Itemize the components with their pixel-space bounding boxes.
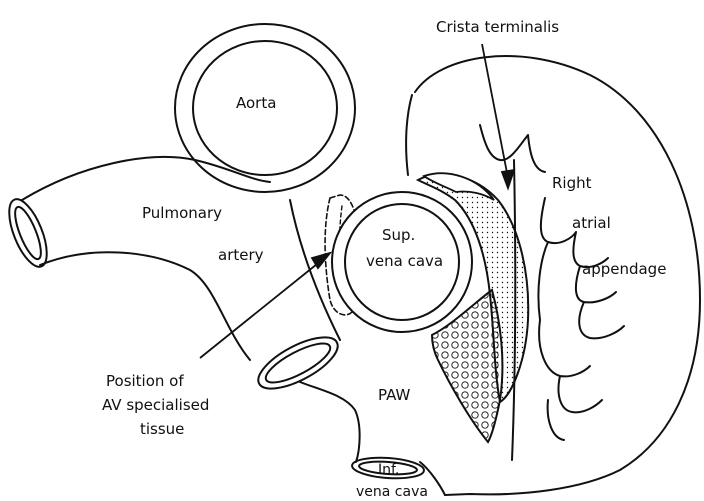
label-crista-terminalis: Crista terminalis [436, 18, 559, 36]
crista-arrow-head [502, 170, 514, 188]
label-tissue: tissue [140, 420, 184, 438]
label-artery: artery [218, 246, 264, 264]
label-aorta: Aorta [236, 94, 276, 112]
label-appendage: appendage [582, 260, 666, 278]
label-vena-cava-inf: vena cava [356, 484, 428, 500]
pulmonary-left-opening-inner [10, 204, 46, 262]
label-pulmonary: Pulmonary [142, 204, 222, 222]
pulmonary-left-opening-outer [2, 194, 55, 271]
label-atrial: atrial [572, 214, 611, 232]
pulmonary-artery-upper-edge [22, 157, 270, 200]
label-vena-cava-sup: vena cava [366, 252, 443, 270]
label-paw: PAW [378, 386, 411, 404]
label-right: Right [552, 174, 592, 192]
lower-body-outline [300, 382, 360, 462]
label-sup: Sup. [382, 226, 415, 244]
label-av-specialised: AV specialised [102, 396, 209, 414]
av-arrow-line [200, 260, 322, 358]
label-inf: Inf. [378, 462, 399, 478]
atrium-left-edge [406, 95, 412, 175]
pulmonary-lower-opening-outer [251, 327, 345, 398]
label-position-of: Position of [106, 372, 184, 390]
